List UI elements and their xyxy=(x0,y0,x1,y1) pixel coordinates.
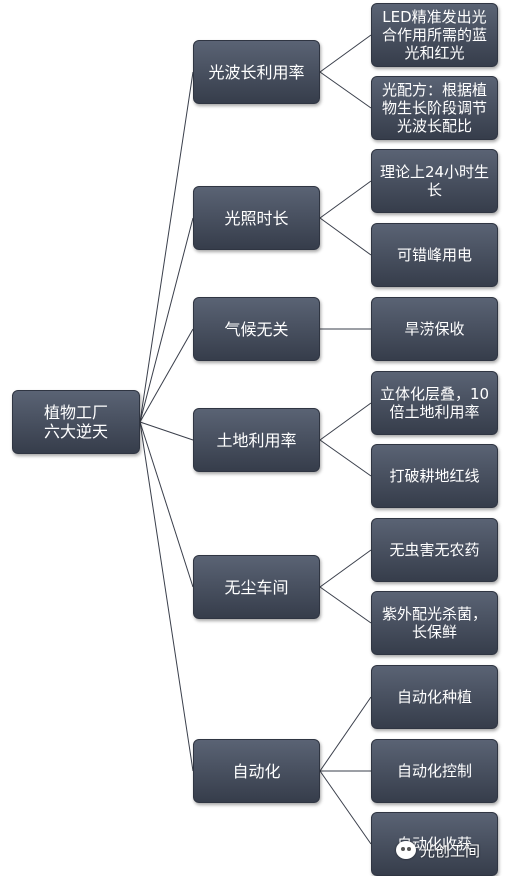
connector-root-b0 xyxy=(139,71,194,423)
leaf-node-vertical-stack: 立体化层叠，10倍土地利用率 xyxy=(371,371,498,435)
branch-node-wavelength: 光波长利用率 xyxy=(193,40,320,104)
root-label-line1: 植物工厂 xyxy=(43,403,108,422)
connector-b3-c1 xyxy=(319,439,372,477)
branch-node-light-duration: 光照时长 xyxy=(193,186,320,250)
leaf-node-harvest-guarantee: 旱涝保收 xyxy=(371,297,498,361)
root-label-line2: 六大逆天 xyxy=(43,422,108,441)
leaf-node-led-light: LED精准发出光合作用所需的蓝光和红光 xyxy=(371,3,498,67)
branch-node-land-use: 土地利用率 xyxy=(193,408,320,472)
branch-node-dust-free: 无尘车间 xyxy=(193,555,320,619)
leaf-node-auto-control: 自动化控制 xyxy=(371,739,498,803)
connector-b0-c0 xyxy=(319,34,372,73)
connector-b5-c0 xyxy=(319,696,372,772)
watermark-text: 光创工间 xyxy=(420,841,481,860)
wechat-icon xyxy=(396,841,416,859)
branch-node-automation: 自动化 xyxy=(193,739,320,803)
connector-b1-c0 xyxy=(319,180,372,219)
root-node: 植物工厂 六大逆天 xyxy=(12,390,140,454)
connector-b1-c1 xyxy=(319,217,372,256)
connector-b0-c1 xyxy=(319,71,372,109)
leaf-node-no-pesticide: 无虫害无农药 xyxy=(371,518,498,582)
connector-root-b1 xyxy=(139,217,194,423)
connector-b5-c2 xyxy=(319,770,372,845)
connector-root-b2 xyxy=(139,328,194,423)
leaf-node-light-recipe: 光配方：根据植物生长阶段调节光波长配比 xyxy=(371,76,498,140)
watermark: 光创工间 xyxy=(396,836,480,864)
connector-root-b5 xyxy=(139,421,194,772)
leaf-node-24h-growth: 理论上24小时生长 xyxy=(371,149,498,213)
branch-node-climate: 气候无关 xyxy=(193,297,320,361)
connector-b3-c0 xyxy=(319,402,372,441)
leaf-node-uv-sterilize: 紫外配光杀菌，长保鲜 xyxy=(371,591,498,655)
connector-b4-c1 xyxy=(319,586,372,624)
leaf-node-off-peak: 可错峰用电 xyxy=(371,223,498,287)
connector-root-b3 xyxy=(139,421,194,441)
leaf-node-auto-plant: 自动化种植 xyxy=(371,665,498,729)
connector-b4-c0 xyxy=(319,549,372,588)
connector-root-b4 xyxy=(139,421,194,588)
leaf-node-farmland-redline: 打破耕地红线 xyxy=(371,444,498,508)
